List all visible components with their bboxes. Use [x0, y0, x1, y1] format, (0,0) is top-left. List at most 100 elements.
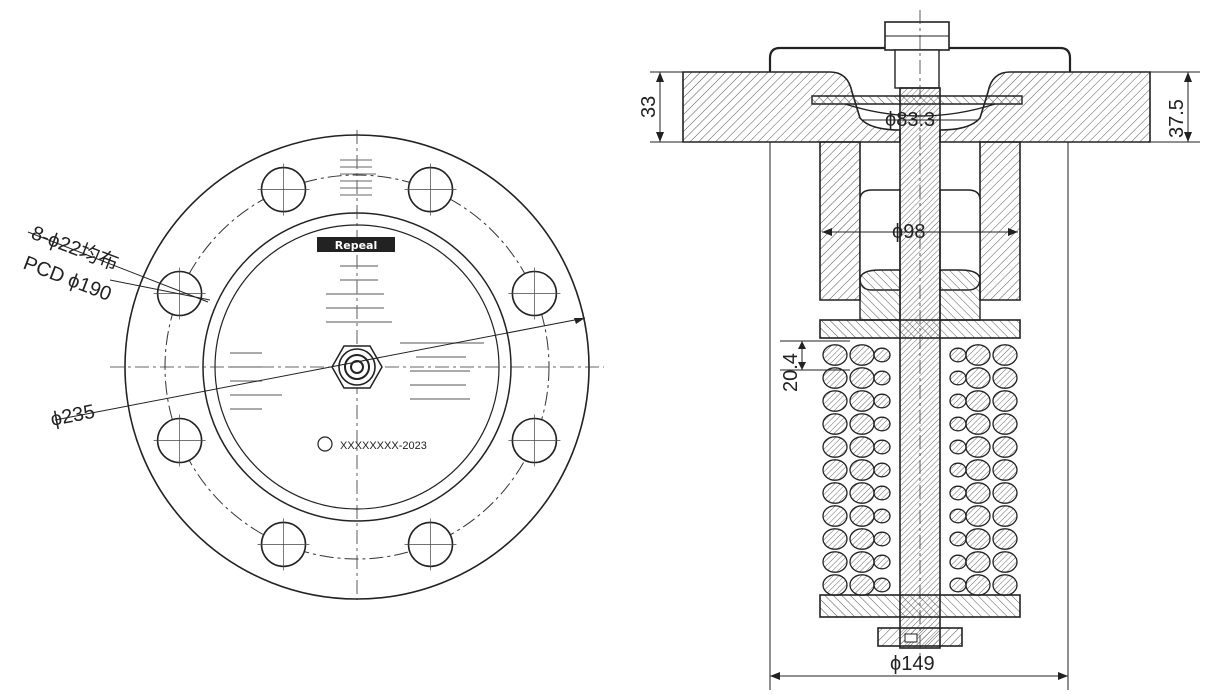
spring-coil-section [849, 505, 875, 527]
spring-coil-section [949, 416, 967, 432]
spring-coil-section [873, 462, 891, 478]
spring-coil-section [992, 459, 1018, 481]
outer-diameter-arrow [574, 318, 585, 324]
spring-coil-section [849, 528, 875, 550]
spring-coil-section [873, 577, 891, 593]
top-label-block [340, 159, 376, 196]
spring-coil-section [992, 505, 1018, 527]
spring-coil-section [965, 505, 991, 527]
spring-coil-section [949, 462, 967, 478]
spring-coil-section [949, 370, 967, 386]
dim-base-diameter: ϕ149 [769, 142, 1069, 690]
spring-coil-section [949, 439, 967, 455]
flange-right [939, 71, 1151, 143]
dim-flange-total-label: 37.5 [1166, 99, 1188, 138]
spring-coil-section [949, 508, 967, 524]
spring-coil-section [992, 413, 1018, 435]
spring-coil-section [965, 459, 991, 481]
spring-coil-section [965, 436, 991, 458]
dim-spring-pitch-label: 20.4 [780, 353, 802, 392]
spring-coil-section [992, 390, 1018, 412]
dim-base-diameter-label: ϕ149 [890, 653, 935, 675]
dim-inner-bore-label: ϕ83.3 [885, 109, 935, 131]
spring-coil-section [992, 528, 1018, 550]
guide-boss-left [859, 269, 901, 321]
spring-coil-section [873, 416, 891, 432]
dim-body-diameter-label: ϕ98 [892, 221, 925, 243]
spring-coil-section [822, 436, 848, 458]
nameplate-lines [230, 265, 484, 410]
spring-coil-section [849, 390, 875, 412]
spring-coil-section [822, 482, 848, 504]
spring-coil-section [849, 551, 875, 573]
brand-logo: Repeal [317, 237, 395, 252]
spring-coil-section [949, 347, 967, 363]
spring-coil-section [949, 577, 967, 593]
spring-coil-section [849, 574, 875, 596]
body-wall-left [819, 141, 861, 301]
spring-coil-section [849, 436, 875, 458]
section-view: 33 37.5 ϕ83.3 ϕ98 [638, 10, 1200, 690]
spring-coil-section [965, 367, 991, 389]
spring-coil-section [965, 551, 991, 573]
dim-flange-total: 37.5 [1150, 71, 1200, 143]
spring-coil-section [822, 367, 848, 389]
spring-coil-section [873, 554, 891, 570]
nut-ring-outer [338, 348, 376, 386]
bolt-note-leader [27, 231, 209, 303]
spring-coil-section [949, 485, 967, 501]
spring-coil-section [965, 482, 991, 504]
spring-coil-section [822, 528, 848, 550]
spring-coil-section [965, 574, 991, 596]
outer-diameter-label: ϕ235 [49, 401, 97, 431]
spring-coil-section [965, 344, 991, 366]
cert-mark: XXXXXXXX-2023 [317, 436, 427, 452]
spring-coil-section [822, 574, 848, 596]
dim-inner-bore: ϕ83.3 [862, 109, 978, 131]
flange-left [682, 71, 901, 143]
spring-coil-section [873, 485, 891, 501]
spring-coil-section [822, 344, 848, 366]
spring-coil-section [873, 347, 891, 363]
spring-coil-section [873, 531, 891, 547]
front-view: Repeal XXXXXXXX-2023 [20, 130, 604, 600]
spring-coil-section [992, 367, 1018, 389]
spring-coil-section [849, 459, 875, 481]
spring-coil-section [849, 344, 875, 366]
spring-coil-section [849, 413, 875, 435]
spring-coil-section [992, 551, 1018, 573]
nut-ring-inner [350, 360, 364, 374]
spring-coil-section [873, 393, 891, 409]
spring-coil-section [992, 344, 1018, 366]
cert-number: XXXXXXXX-2023 [340, 440, 427, 452]
spring-coil-section [873, 508, 891, 524]
spring-coil-section [873, 439, 891, 455]
spring-coil-section [873, 370, 891, 386]
nut-ring-middle [344, 354, 370, 380]
spring-coil-section [822, 551, 848, 573]
dim-flange-thickness-label: 33 [638, 96, 660, 118]
dim-body-diameter: ϕ98 [822, 221, 1018, 243]
spring-coil-section [849, 482, 875, 504]
body-wall-right [979, 141, 1021, 301]
bolt-holes [153, 163, 561, 571]
brand-logo-text: Repeal [335, 239, 377, 252]
spring-coil-section [822, 459, 848, 481]
outer-diameter-dim-line [54, 317, 586, 421]
bolt-neck [894, 49, 940, 89]
spring-coil-section [949, 554, 967, 570]
spring-coil-section [949, 393, 967, 409]
spring-coil-section [822, 413, 848, 435]
dim-spring-pitch: 20.4 [780, 340, 850, 392]
guide-boss-right [939, 269, 981, 321]
spring-coil-section [849, 367, 875, 389]
pcd-note-leader [109, 279, 211, 301]
spring-coil-section [965, 390, 991, 412]
spring-coil-section [992, 436, 1018, 458]
spring-coil-section [822, 390, 848, 412]
bottom-nut [877, 627, 963, 647]
spring-coil-section [992, 574, 1018, 596]
spring-coil-section [965, 413, 991, 435]
spring-coil-section [992, 482, 1018, 504]
